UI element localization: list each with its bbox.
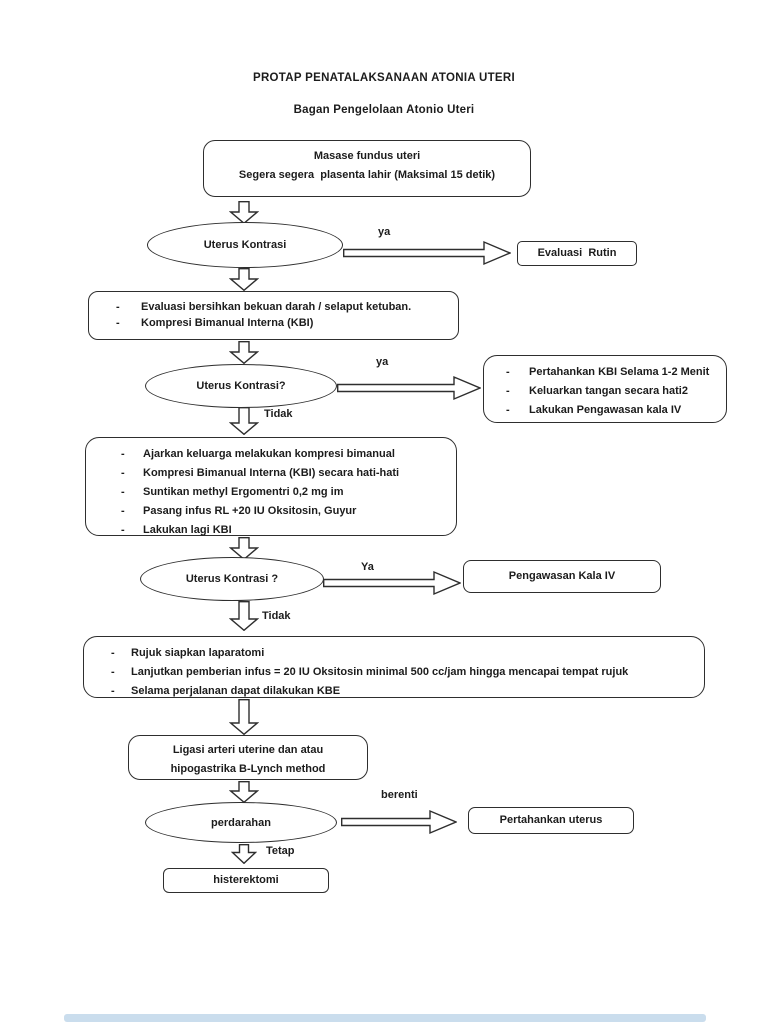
list-item-text: Kompresi Bimanual Interna (KBI) [141, 317, 314, 329]
bullet-dash: - [111, 666, 115, 678]
edge-label-tidak-1: Tidak [264, 408, 293, 420]
bullet-dash: - [121, 524, 125, 536]
bullet-dash: - [121, 505, 125, 517]
evaluasi-rutin-node: Evaluasi Rutin [517, 241, 637, 266]
ligasi-line2: hipogastrika B-Lynch method [170, 763, 326, 775]
bullet-dash: - [116, 301, 120, 313]
action-evaluasi-kbi-node: - Evaluasi bersihkan bekuan darah / sela… [88, 291, 459, 340]
page-break-bar [64, 1014, 706, 1022]
pengawasan-kala4-node: Pengawasan Kala IV [463, 560, 661, 593]
list-item: - Lakukan Pengawasan kala IV [506, 401, 720, 420]
list-item-text: Suntikan methyl Ergomentri 0,2 mg im [143, 486, 344, 498]
list-item-text: Evaluasi bersihkan bekuan darah / selapu… [141, 301, 412, 313]
decision-label: Uterus Kontrasi? [196, 380, 286, 392]
decision-label: Uterus Kontrasi ? [185, 573, 279, 585]
kbi-berhasil-node: - Pertahankan KBI Selama 1-2 Menit - Kel… [483, 355, 727, 423]
list-item: - Evaluasi bersihkan bekuan darah / sela… [116, 299, 450, 315]
list-item-text: Kompresi Bimanual Interna (KBI) secara h… [143, 467, 400, 479]
bullet-dash: - [116, 317, 120, 329]
list-item-text: Ajarkan keluarga melakukan kompresi bima… [143, 448, 395, 460]
edge-label-berenti: berenti [381, 789, 418, 801]
list-item-text: Pasang infus RL +20 IU Oksitosin, Guyur [143, 505, 357, 517]
list-item-text: Lakukan lagi KBI [143, 524, 232, 536]
arrow-down-icon [229, 341, 259, 364]
arrow-down-icon [229, 601, 259, 631]
edge-label-tidak-2: Tidak [262, 610, 291, 622]
list-item-text: Keluarkan tangan secara hati2 [529, 385, 688, 397]
arrow-down-icon [229, 781, 259, 803]
pengawasan-kala4-label: Pengawasan Kala IV [508, 570, 616, 582]
action-rujuk-node: - Rujuk siapkan laparatomi - Lanjutkan p… [83, 636, 705, 698]
decision-label: perdarahan [211, 816, 271, 829]
ligasi-line1: Ligasi arteri uterine dan atau [172, 744, 324, 756]
bullet-dash: - [506, 366, 510, 378]
list-item: - Pasang infus RL +20 IU Oksitosin, Guyu… [121, 502, 450, 521]
bullet-dash: - [506, 385, 510, 397]
action-kompresi-node: - Ajarkan keluarga melakukan kompresi bi… [85, 437, 457, 536]
decision-uterus-kontrasi-2: Uterus Kontrasi? [145, 364, 337, 408]
arrow-down-icon [229, 407, 259, 435]
arrow-down-icon [231, 844, 257, 864]
arrow-right-icon [323, 570, 461, 596]
page-subtitle: Bagan Pengelolaan Atonio Uteri [293, 104, 475, 116]
list-item: - Ajarkan keluarga melakukan kompresi bi… [121, 445, 450, 464]
start-node: Masase fundus uteri Segera segera plasen… [203, 140, 531, 197]
decision-perdarahan: perdarahan [145, 802, 337, 843]
histerektomi-node: histerektomi [163, 868, 329, 893]
list-item-text: Selama perjalanan dapat dilakukan KBE [131, 685, 341, 697]
pertahankan-uterus-label: Pertahankan uterus [499, 814, 603, 826]
list-item: - Lanjutkan pemberian infus = 20 IU Oksi… [111, 663, 698, 682]
bullet-dash: - [506, 404, 510, 416]
bullet-dash: - [121, 486, 125, 498]
bullet-dash: - [121, 467, 125, 479]
list-item: - Lakukan lagi KBI [121, 521, 450, 540]
list-item-text: Lakukan Pengawasan kala IV [529, 404, 682, 416]
bullet-dash: - [111, 647, 115, 659]
start-node-line2: Segera segera plasenta lahir (Maksimal 1… [238, 169, 496, 181]
ligasi-node: Ligasi arteri uterine dan atau hipogastr… [128, 735, 368, 780]
arrow-right-icon [341, 809, 457, 835]
arrow-down-icon [229, 268, 259, 291]
decision-label: Uterus Kontrasi [203, 239, 287, 251]
start-node-line1: Masase fundus uteri [313, 150, 421, 162]
edge-label-tetap: Tetap [266, 845, 295, 857]
bullet-dash: - [111, 685, 115, 697]
arrow-right-icon [343, 240, 511, 266]
list-item: - Suntikan methyl Ergomentri 0,2 mg im [121, 483, 450, 502]
list-item: - Kompresi Bimanual Interna (KBI) [116, 315, 450, 331]
pertahankan-uterus-node: Pertahankan uterus [468, 807, 634, 834]
decision-uterus-kontrasi-1: Uterus Kontrasi [147, 222, 343, 268]
bullet-dash: - [121, 448, 125, 460]
list-item: - Pertahankan KBI Selama 1-2 Menit [506, 363, 720, 382]
page-title: PROTAP PENATALAKSANAAN ATONIA UTERI [252, 72, 515, 84]
edge-label-ya-2: ya [376, 356, 389, 368]
edge-label-ya-3: Ya [361, 561, 374, 573]
list-item-text: Lanjutkan pemberian infus = 20 IU Oksito… [131, 666, 629, 678]
list-item-text: Rujuk siapkan laparatomi [131, 647, 265, 659]
list-item-text: Pertahankan KBI Selama 1-2 Menit [529, 366, 710, 378]
arrow-down-icon [229, 201, 259, 224]
arrow-right-icon [337, 375, 481, 401]
list-item: - Selama perjalanan dapat dilakukan KBE [111, 682, 698, 701]
arrow-down-icon [229, 537, 259, 560]
arrow-down-icon [229, 699, 259, 735]
list-item: - Kompresi Bimanual Interna (KBI) secara… [121, 464, 450, 483]
decision-uterus-kontrasi-3: Uterus Kontrasi ? [140, 557, 324, 601]
edge-label-ya-1: ya [378, 226, 391, 238]
evaluasi-rutin-label: Evaluasi Rutin [537, 247, 617, 259]
histerektomi-label: histerektomi [213, 874, 279, 886]
list-item: - Rujuk siapkan laparatomi [111, 644, 698, 663]
list-item: - Keluarkan tangan secara hati2 [506, 382, 720, 401]
